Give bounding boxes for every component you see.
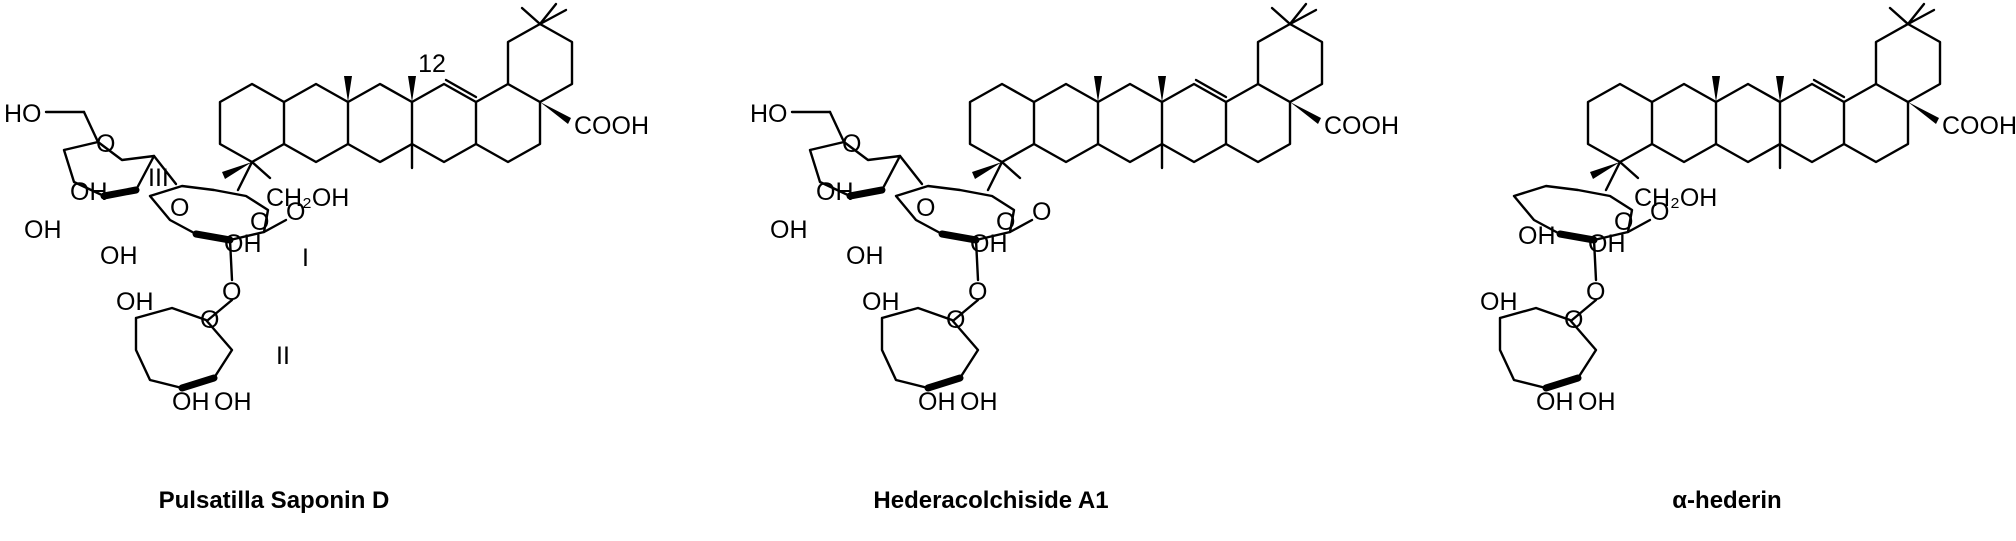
stereo-wedge bbox=[540, 102, 571, 124]
glycosidic-oxygen: O bbox=[1650, 198, 1669, 226]
ring-oxygen: O bbox=[842, 130, 861, 158]
structure-hederacolchiside-a1: COOH HO O OH OH OH O O O OH O OH O OH OH… bbox=[750, 2, 1399, 514]
sugar-hydroxyl: OH bbox=[816, 178, 854, 206]
methyl-bond bbox=[1618, 160, 1640, 180]
stereo-wedge bbox=[1590, 162, 1620, 179]
sugar-hydroxyl: OH bbox=[918, 388, 956, 416]
sugar-hydroxyl: OH bbox=[1578, 388, 1616, 416]
c23-label: CH₂OH bbox=[266, 184, 349, 212]
glycosidic-oxygen: O bbox=[170, 194, 189, 222]
stereo-wedge bbox=[1776, 76, 1784, 102]
ring-oxygen: O bbox=[1564, 306, 1583, 334]
ring-label-i: I bbox=[302, 244, 309, 272]
cooh-label: COOH bbox=[1942, 112, 2016, 140]
ring-label-ii: II bbox=[276, 342, 290, 370]
structure-alpha-hederin: COOH CH₂OH OH O O OH O OH O OH OH α-hede… bbox=[1480, 2, 2016, 514]
ring-label-iii: III bbox=[148, 164, 169, 192]
glycosidic-oxygen: O bbox=[222, 278, 241, 306]
stereo-wedge bbox=[1712, 76, 1720, 102]
stereo-wedge bbox=[972, 162, 1002, 179]
sugar-hydroxyl: OH bbox=[770, 216, 808, 244]
sugar-chain bbox=[790, 110, 1034, 392]
ring-oxygen: O bbox=[996, 208, 1015, 236]
sugar-hydroxyl: OH bbox=[970, 230, 1008, 258]
methyl-bond bbox=[1604, 160, 1622, 192]
stereo-wedge bbox=[408, 76, 416, 102]
methyl-bond bbox=[250, 160, 272, 180]
compound-name-caption: Hederacolchiside A1 bbox=[873, 487, 1108, 514]
sugar-hydroxyl: OH bbox=[1536, 388, 1574, 416]
sugar-hydroxyl: OH bbox=[1518, 222, 1556, 250]
stereo-wedge bbox=[1290, 102, 1321, 124]
glycosidic-oxygen: O bbox=[916, 194, 935, 222]
sugar-hydroxyl: OH bbox=[1588, 230, 1626, 258]
ring-oxygen: O bbox=[946, 306, 965, 334]
ring-oxygen: O bbox=[1614, 208, 1633, 236]
ring-oxygen: O bbox=[200, 306, 219, 334]
glycosidic-oxygen: O bbox=[1586, 278, 1605, 306]
stereo-wedge bbox=[1094, 76, 1102, 102]
sugar-hydroxyl: OH bbox=[24, 216, 62, 244]
sugar-hydroxyl: OH bbox=[70, 178, 108, 206]
ring-oxygen: O bbox=[96, 130, 115, 158]
methyl-bond bbox=[986, 160, 1004, 192]
compound-name-caption: α-hederin bbox=[1672, 487, 1781, 514]
methyl-bond bbox=[236, 160, 254, 192]
sugar-hydroxyl: OH bbox=[100, 242, 138, 270]
compound-name-caption: Pulsatilla Saponin D bbox=[159, 487, 390, 514]
sugar-chain bbox=[44, 110, 288, 392]
stereo-wedge bbox=[344, 76, 352, 102]
sugar-hydroxyl: OH bbox=[1480, 288, 1518, 316]
structure-pulsatilla-saponin-d: 12 COOH CH₂OH HO O OH OH OH III O O O OH… bbox=[4, 2, 649, 514]
glycosidic-oxygen: O bbox=[968, 278, 987, 306]
c23-label: CH₂OH bbox=[1634, 184, 1717, 212]
cooh-label: COOH bbox=[574, 112, 649, 140]
triterpene-skeleton bbox=[218, 2, 574, 164]
position-label-12: 12 bbox=[418, 50, 446, 78]
ring-oxygen: O bbox=[250, 208, 269, 236]
cooh-label: COOH bbox=[1324, 112, 1399, 140]
sugar-hydroxyl: OH bbox=[172, 388, 210, 416]
stereo-wedge bbox=[1908, 102, 1939, 124]
sugar-hydroxyl: OH bbox=[116, 288, 154, 316]
sugar-hydroxyl: OH bbox=[214, 388, 252, 416]
glycosidic-oxygen: O bbox=[286, 198, 305, 226]
sugar-chain bbox=[1498, 184, 1652, 392]
sugar-hydroxyl: OH bbox=[960, 388, 998, 416]
triterpene-skeleton bbox=[968, 2, 1324, 164]
sugar-hydroxyl-ho: HO bbox=[4, 100, 42, 128]
triterpene-skeleton bbox=[1586, 2, 1942, 164]
glycosidic-oxygen: O bbox=[1032, 198, 1051, 226]
methyl-bond bbox=[1000, 160, 1022, 180]
sugar-hydroxyl: OH bbox=[862, 288, 900, 316]
sugar-hydroxyl: OH bbox=[224, 230, 262, 258]
sugar-hydroxyl-ho: HO bbox=[750, 100, 788, 128]
sugar-hydroxyl: OH bbox=[846, 242, 884, 270]
stereo-wedge bbox=[222, 162, 252, 179]
stereo-wedge bbox=[1158, 76, 1166, 102]
